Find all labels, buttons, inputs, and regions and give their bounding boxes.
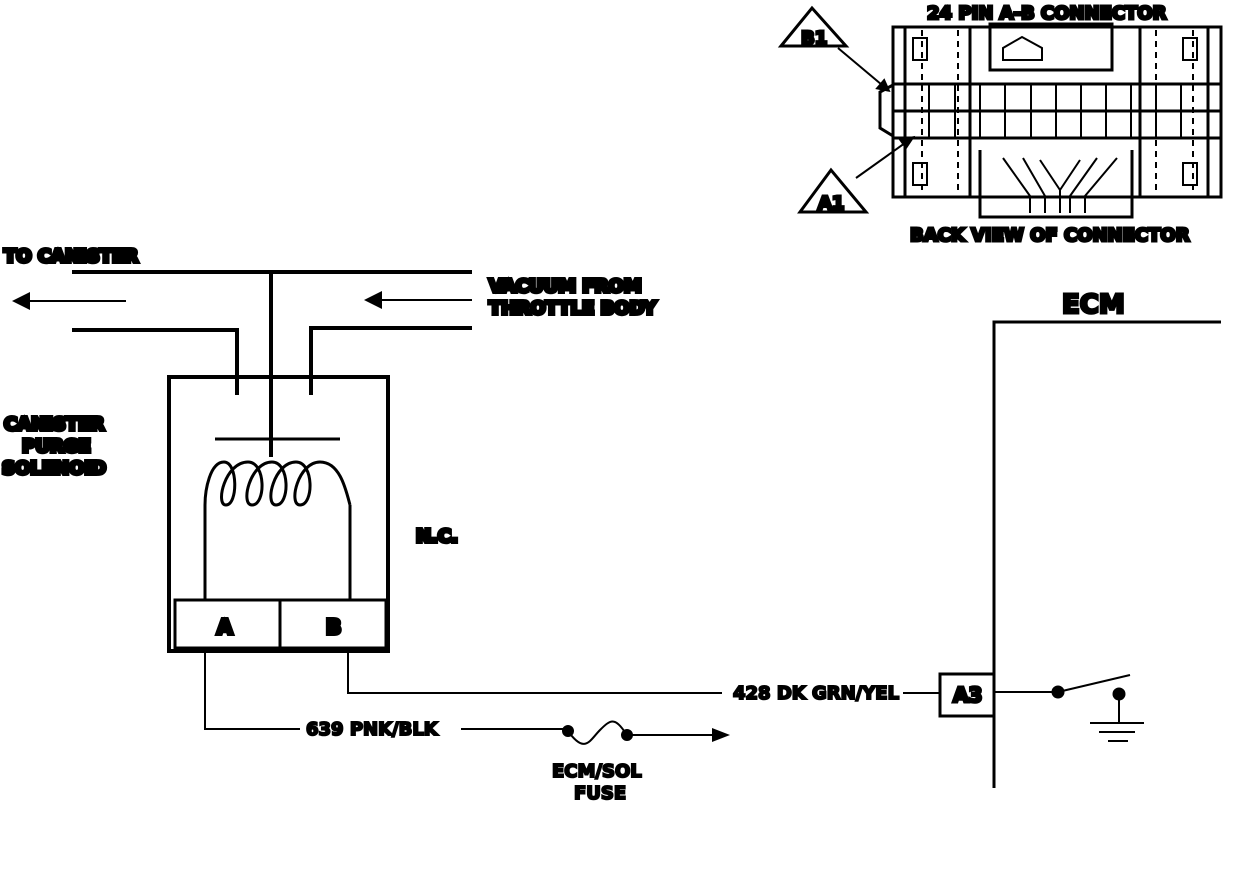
connector-key-slot — [988, 22, 1114, 72]
b1-marker-label: B1 — [801, 28, 827, 49]
ecm-switch-icon — [1057, 674, 1131, 693]
a1-pointer-arrow-icon — [898, 135, 916, 150]
ecm-pin-box — [938, 672, 996, 718]
fuse-label-line1: ECM/SOL — [552, 761, 642, 782]
ground-icon — [1090, 722, 1144, 742]
right-arrow-icon — [364, 291, 382, 309]
left-arrow-icon — [12, 292, 30, 310]
fuse-icon — [567, 720, 627, 745]
solenoid-body — [167, 375, 390, 653]
canister-purge-solenoid: CANISTER PURGE SOLENOID A B N.C. — [0, 375, 460, 653]
a1-marker-triangle — [797, 167, 870, 214]
vacuum-from-line2: THROTTLE BODY — [489, 298, 657, 319]
coil-icon — [203, 460, 352, 507]
fuse-label-line2: FUSE — [574, 783, 626, 804]
connector-title: 24 PIN A-B CONNECTOR — [927, 3, 1167, 24]
ecm-title: ECM — [1062, 290, 1125, 320]
solenoid-name-line2: PURGE — [22, 436, 91, 457]
a1-marker-label: A1 — [818, 193, 844, 214]
connector-caption: BACK VIEW OF CONNECTOR — [910, 225, 1190, 246]
solenoid-name-line1: CANISTER — [4, 414, 104, 435]
wiring: 639 PNK/BLK ECM/SOL FUSE 428 DK GRN/YEL — [204, 651, 940, 805]
wire-a-label: 639 PNK/BLK — [306, 719, 439, 740]
connector-illustration: 24 PIN A-B CONNECTOR — [777, 2, 1223, 248]
solenoid-name-line3: SOLENOID — [2, 458, 106, 479]
terminal-a-label: A — [217, 615, 233, 639]
ecm-block: ECM A3 — [938, 289, 1221, 788]
connector-harness — [978, 150, 1134, 219]
ecm-pin-label: A3 — [953, 683, 982, 707]
terminal-b-label: B — [326, 615, 341, 639]
normally-closed-label: N.C. — [416, 526, 458, 547]
vacuum-lines: TO CANISTER VACUUM FROM THROTTLE BODY — [2, 244, 659, 457]
b1-pointer-arrow-icon — [875, 78, 891, 93]
fuse-arrow-icon — [712, 728, 730, 742]
b1-marker-triangle — [777, 5, 850, 48]
up-arrow-icon — [1002, 35, 1043, 61]
vacuum-from-line1: VACUUM FROM — [489, 276, 642, 297]
to-canister-label: TO CANISTER — [4, 246, 138, 267]
wire-b-label: 428 DK GRN/YEL — [733, 683, 899, 704]
